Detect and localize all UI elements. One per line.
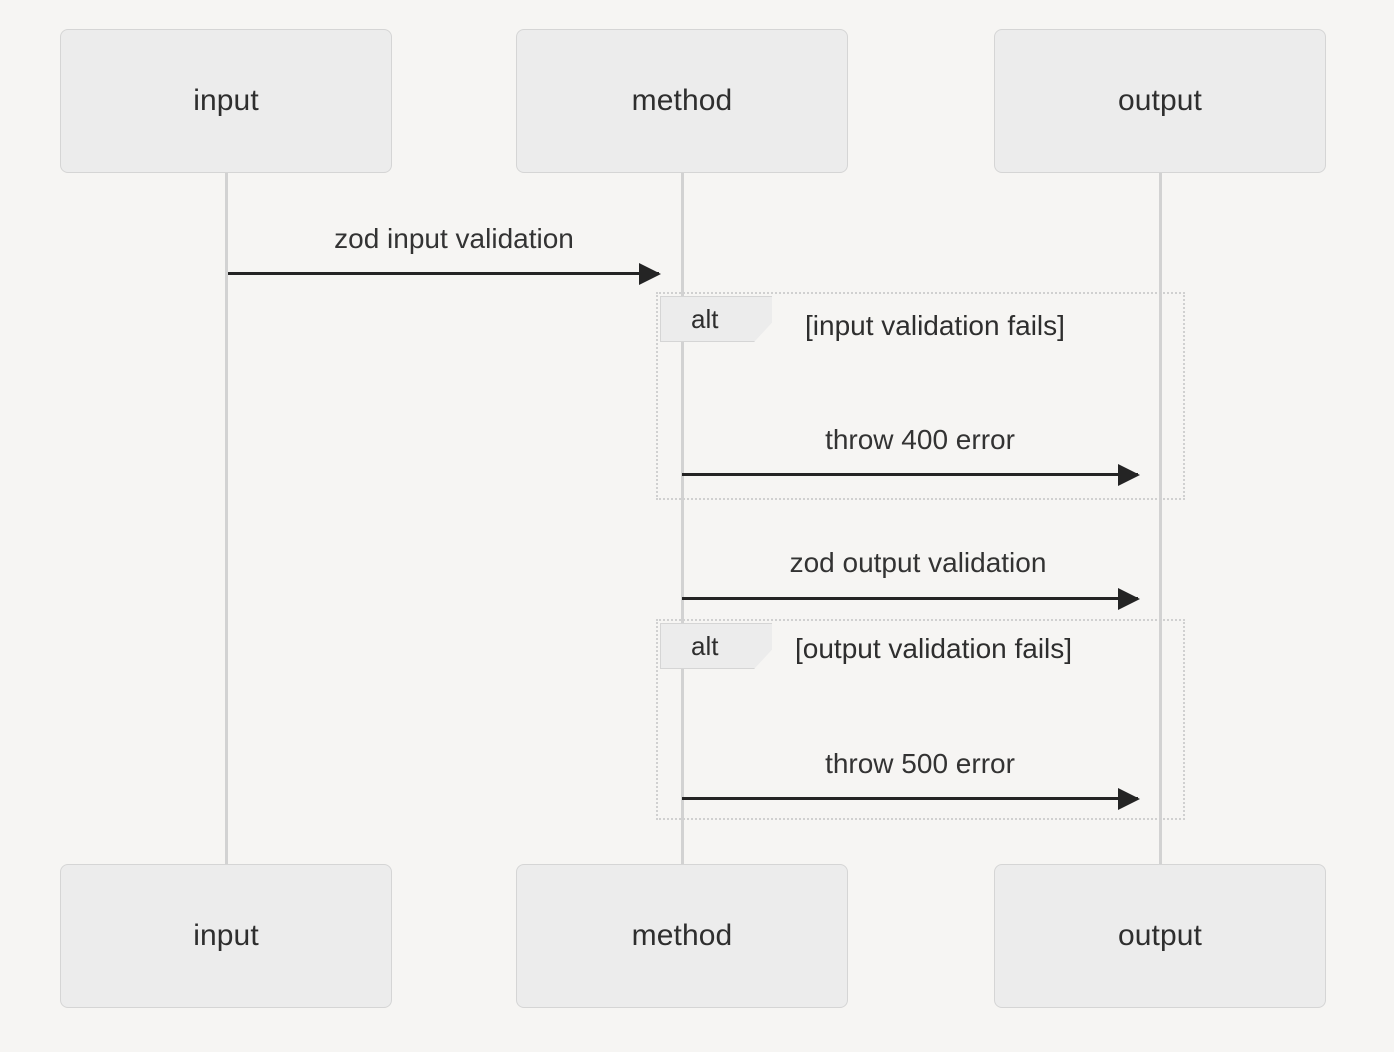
alt-condition-label-1: [input validation fails] (805, 310, 1065, 341)
message-label-zod-output-validation: zod output validation (789, 547, 1047, 578)
participant-label-output-bottom: output (1117, 919, 1202, 952)
message-label-throw-500-error: throw 500 error (825, 748, 1015, 779)
participant-label-output-top: output (1117, 84, 1202, 117)
message-arrow-throw-500-error (682, 797, 1138, 800)
alt-operator-label-1: alt (691, 304, 719, 334)
participant-box-method-bottom[interactable]: method (516, 864, 848, 1008)
alt-fragment-input-validation-fails: alt (656, 292, 1185, 500)
message-arrow-zod-output-validation (682, 597, 1138, 600)
alt-operator-label-2: alt (691, 631, 719, 661)
message-label-throw-400-error: throw 400 error (825, 424, 1015, 455)
lifeline-output (1159, 173, 1162, 864)
participant-box-output-top[interactable]: output (994, 29, 1326, 173)
participant-box-method-top[interactable]: method (516, 29, 848, 173)
participant-box-output-bottom[interactable]: output (994, 864, 1326, 1008)
message-arrow-throw-400-error (682, 473, 1138, 476)
participant-box-input-top[interactable]: input (60, 29, 392, 173)
alt-operator-tag-1: alt (660, 296, 772, 342)
participant-label-method-top: method (631, 84, 733, 117)
alt-condition-label-2: [output validation fails] (795, 633, 1073, 664)
participant-label-method-bottom: method (631, 919, 733, 952)
alt-operator-tag-2: alt (660, 623, 772, 669)
message-arrow-zod-input-validation (228, 272, 659, 275)
participant-label-input-top: input (193, 84, 259, 117)
lifeline-input (225, 173, 228, 864)
participant-box-input-bottom[interactable]: input (60, 864, 392, 1008)
message-label-zod-input-validation: zod input validation (334, 223, 574, 254)
alt-fragment-output-validation-fails: alt (656, 619, 1185, 820)
participant-label-input-bottom: input (193, 919, 259, 952)
lifeline-method (681, 173, 684, 864)
